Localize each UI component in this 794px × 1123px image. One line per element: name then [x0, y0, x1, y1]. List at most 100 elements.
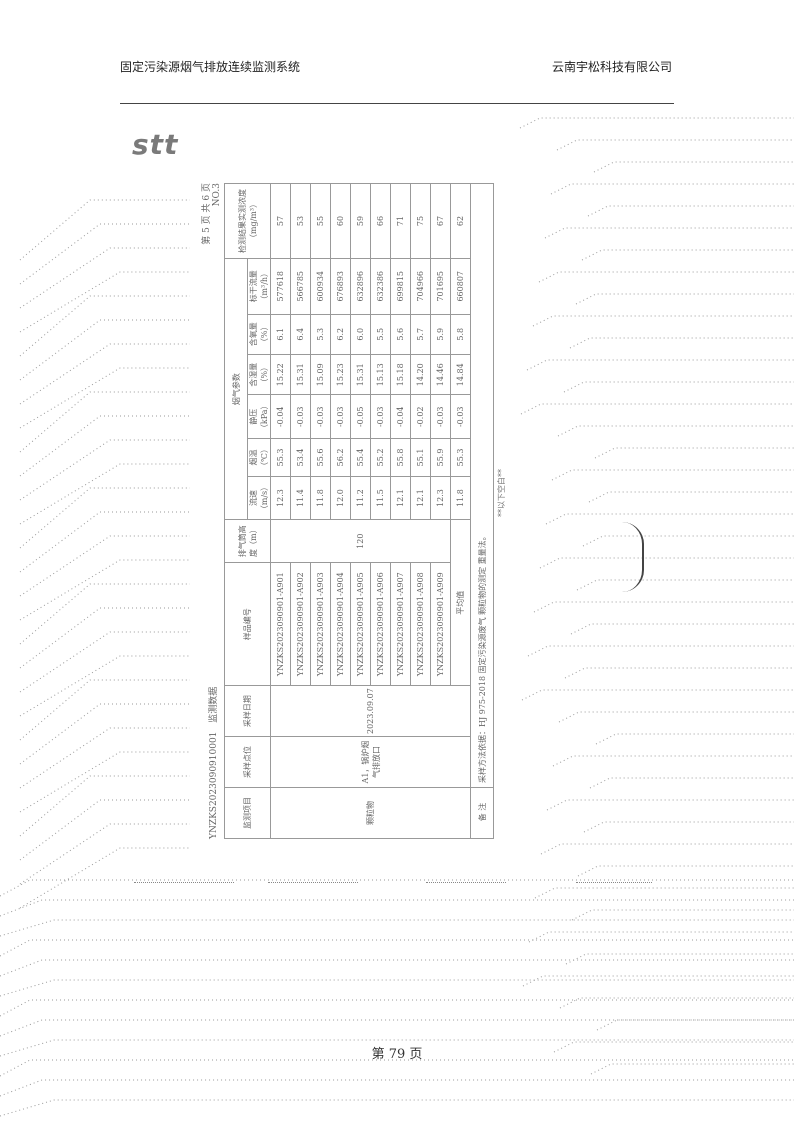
cell-velocity: 11.8	[310, 476, 331, 520]
cell-flow: 699815	[390, 258, 411, 315]
pattern-line	[0, 959, 794, 977]
pattern-line	[587, 205, 794, 217]
pattern-line	[520, 403, 794, 415]
cell-result: 57	[270, 183, 291, 259]
col-sample-id: 样品编号	[224, 562, 271, 686]
col-moisture: 含湿量（%）	[247, 354, 271, 395]
rotated-report-container: YNZKS2023090910001 监测数据 第 5 页 共 6 页 NO.3…	[200, 183, 510, 839]
cell-flow: 566785	[290, 258, 311, 315]
table-row: 颗粒物 A1，锅炉烟气排放口 2023.09.07 YNZKS202309090…	[270, 183, 471, 839]
pattern-line	[19, 391, 190, 453]
cell-flow: 701695	[430, 258, 451, 315]
cell-location: A1，锅炉烟气排放口	[270, 736, 471, 788]
col-height: 排气筒高度（m）	[224, 519, 271, 563]
pattern-line	[558, 711, 794, 723]
cell-static: -0.04	[270, 394, 291, 439]
pattern-line	[534, 887, 794, 899]
pattern-line	[19, 223, 190, 285]
cell-velocity: 11.8	[450, 476, 471, 520]
cell-flow: 632896	[350, 258, 371, 315]
page-number: 第 79 页	[371, 1047, 423, 1062]
pattern-line	[576, 579, 794, 591]
pattern-line	[596, 1019, 794, 1031]
pattern-line	[19, 583, 190, 645]
header-left-title: 固定污染源烟气排放连续监测系统	[120, 60, 301, 74]
pattern-line	[593, 161, 794, 173]
margin-bracket-mark	[622, 522, 644, 592]
cell-oxygen: 6.4	[290, 314, 311, 355]
pattern-line	[551, 469, 794, 481]
cell-velocity: 11.5	[370, 476, 391, 520]
cell-static: -0.03	[290, 394, 311, 439]
cell-static: -0.05	[350, 394, 371, 439]
col-flow: 标干流量（m³/h）	[247, 258, 271, 315]
cell-result: 53	[290, 183, 311, 259]
cell-oxygen: 5.5	[370, 314, 391, 355]
pattern-line	[19, 679, 190, 741]
cell-sample-id: YNZKS2023090901-A904	[330, 562, 351, 686]
col-date: 采样日期	[224, 685, 271, 737]
cell-result: 62	[450, 183, 471, 259]
pattern-line	[19, 415, 190, 477]
signature-line-1	[134, 872, 234, 883]
pattern-line	[19, 271, 190, 333]
cell-result: 75	[410, 183, 431, 259]
pattern-line	[545, 513, 794, 525]
cell-sample-id: YNZKS2023090901-A902	[290, 562, 311, 686]
pattern-line	[19, 535, 190, 597]
cell-velocity: 12.0	[330, 476, 351, 520]
pattern-line	[581, 249, 794, 261]
pattern-line	[522, 975, 794, 987]
col-location: 采样点位	[224, 736, 271, 788]
pattern-line	[19, 367, 190, 429]
cell-static: -0.03	[310, 394, 331, 439]
cell-temp: 55.9	[430, 438, 451, 477]
cell-temp: 55.1	[410, 438, 431, 477]
cell-velocity: 12.3	[270, 476, 291, 520]
report-meta: YNZKS2023090910001 监测数据 第 5 页 共 6 页 NO.3	[200, 183, 224, 839]
cell-temp: 56.2	[330, 438, 351, 477]
report-doc-type: 监测数据	[209, 686, 219, 723]
pattern-line	[557, 425, 794, 437]
cell-flow: 704966	[410, 258, 431, 315]
col-velocity: 流速（m/s）	[247, 476, 271, 520]
pattern-line	[569, 337, 794, 349]
signature-line-2	[268, 872, 358, 883]
pattern-line	[0, 939, 794, 957]
pattern-line	[552, 755, 794, 767]
cell-temp: 55.4	[350, 438, 371, 477]
cell-temp: 55.3	[270, 438, 291, 477]
pattern-line	[527, 645, 794, 657]
cell-static: -0.02	[410, 394, 431, 439]
pattern-line	[563, 381, 794, 393]
pattern-line	[564, 667, 794, 679]
pattern-line	[594, 447, 794, 459]
cell-static: -0.04	[390, 394, 411, 439]
pattern-line	[0, 879, 794, 897]
cell-sample-id: YNZKS2023090901-A905	[350, 562, 371, 686]
cell-result: 55	[310, 183, 331, 259]
cell-oxygen: 6.0	[350, 314, 371, 355]
cell-sample-id: YNZKS2023090901-A907	[390, 562, 411, 686]
pattern-line	[19, 727, 190, 789]
pattern-line	[19, 775, 190, 837]
pattern-line	[588, 491, 794, 503]
cell-flow: 577618	[270, 258, 291, 315]
report-page-code: NO.3	[212, 183, 222, 207]
cell-velocity: 12.1	[410, 476, 431, 520]
pattern-line	[0, 1079, 794, 1097]
pattern-line	[590, 1063, 794, 1075]
cell-note-label: 备 注	[470, 787, 494, 839]
pattern-line	[589, 777, 794, 789]
cell-temp: 55.6	[310, 438, 331, 477]
pattern-line	[539, 557, 794, 569]
table-body: 颗粒物 A1，锅炉烟气排放口 2023.09.07 YNZKS202309090…	[270, 183, 494, 839]
pattern-line	[532, 315, 794, 327]
cell-sample-id: YNZKS2023090901-A908	[410, 562, 431, 686]
pattern-line	[550, 183, 794, 195]
cell-date: 2023.09.07	[270, 685, 471, 737]
cell-flow: 660807	[450, 258, 471, 315]
cell-oxygen: 5.9	[430, 314, 451, 355]
pattern-line	[19, 199, 190, 261]
pattern-line	[19, 511, 190, 573]
